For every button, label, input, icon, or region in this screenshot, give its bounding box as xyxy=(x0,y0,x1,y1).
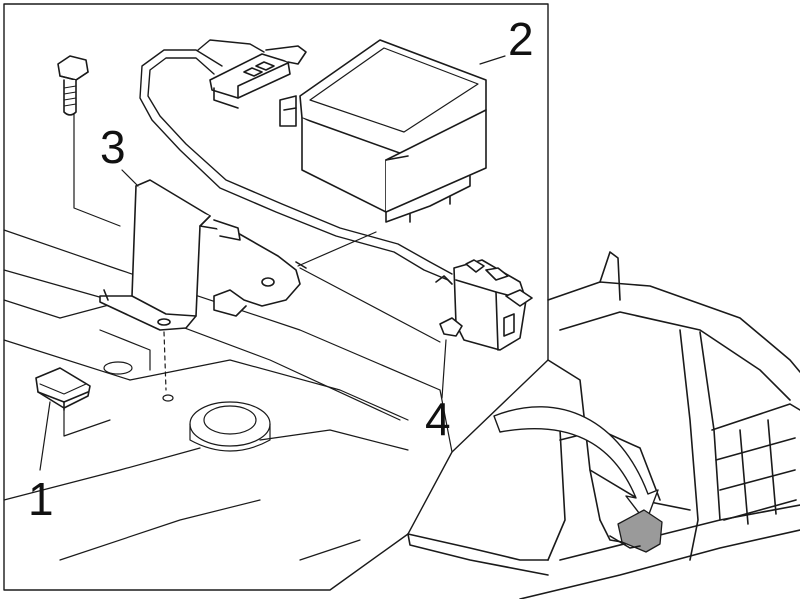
detail-inset-frame xyxy=(3,3,549,591)
location-arrow xyxy=(493,406,659,523)
bracket-part xyxy=(99,179,307,331)
callout-3: 3 xyxy=(100,121,126,173)
callout-1: 1 xyxy=(28,473,54,525)
leader-lines xyxy=(39,55,506,471)
switch-location-highlight xyxy=(609,509,663,553)
wiring-harness xyxy=(139,39,453,281)
bolt-part xyxy=(57,55,89,116)
callout-2: 2 xyxy=(508,13,534,65)
clip-part xyxy=(35,367,91,411)
relay-box-part xyxy=(279,39,487,223)
upper-harness-connector xyxy=(209,45,307,109)
floor-panel-lines xyxy=(3,229,453,561)
callout-4: 4 xyxy=(425,393,451,445)
switch-connector-part xyxy=(435,259,533,351)
